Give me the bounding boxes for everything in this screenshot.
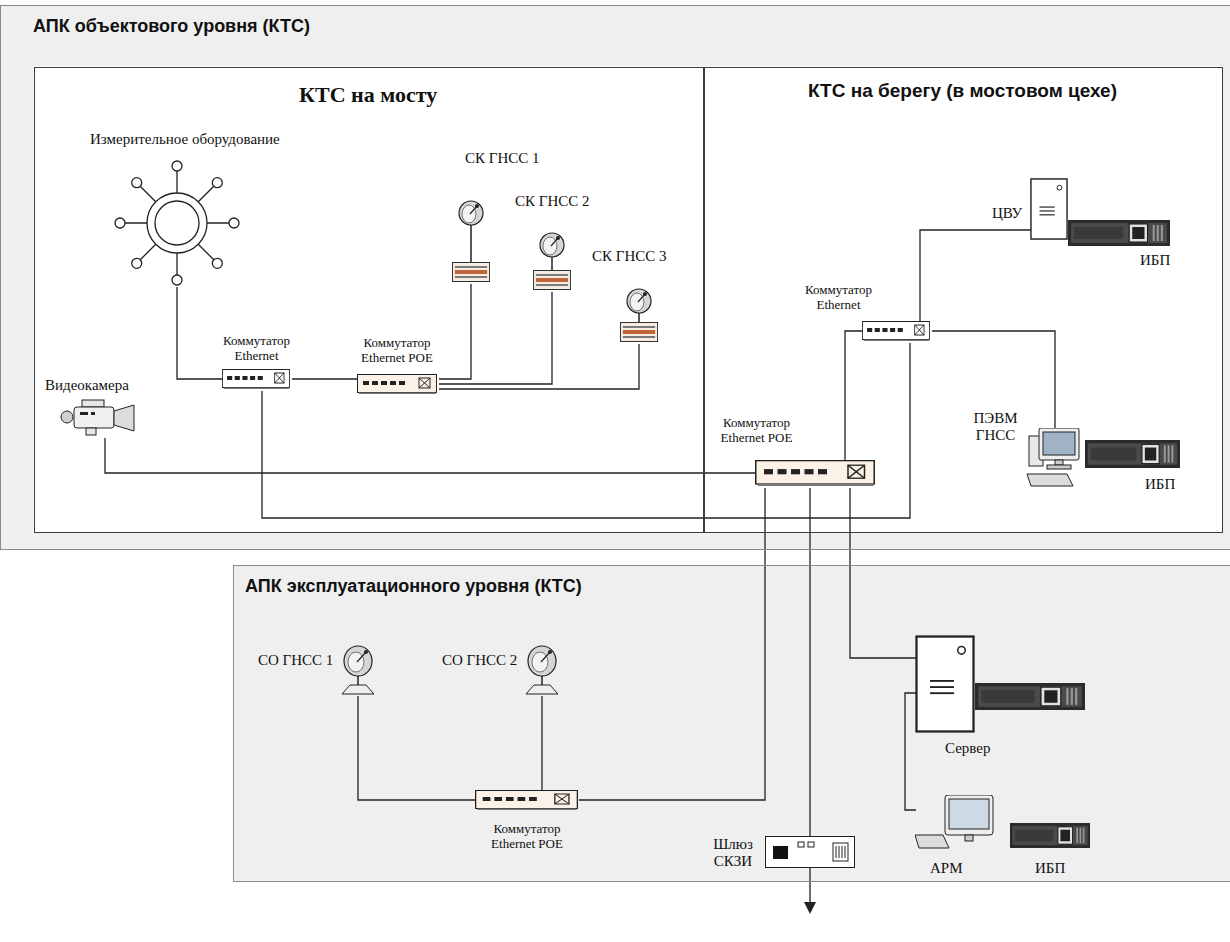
ups-icon: [1068, 220, 1170, 246]
gnss-receiver-icon: [620, 323, 657, 342]
computing-unit: ЦВУ: [1032, 180, 1070, 242]
network-cable: [439, 344, 639, 389]
site-zone: КТС на берегу (в мостовом цехе) ЦВУ Коммут…: [704, 67, 1223, 533]
ups-icon: [975, 683, 1085, 710]
external-link-arrowhead: [804, 902, 816, 914]
network-cable: [292, 378, 359, 379]
node-label: СК ГНСС 3: [592, 248, 667, 265]
network-cable: [358, 696, 476, 800]
node-label: Коммутатор Ethernet: [214, 334, 299, 364]
poe-switch-icon: [756, 461, 875, 486]
band-ground: [0, 5, 1230, 550]
workstation-icon: [915, 795, 993, 848]
level-band: АПК объектового уровня (КТС) КТС на мосту…: [0, 5, 1230, 550]
switch-icon: [862, 322, 929, 342]
poe-switch-icon: [358, 375, 437, 395]
gnss-receiver: СК ГНСС 1: [454, 202, 492, 284]
device-label: ИБП: [1140, 252, 1170, 269]
antenna-mast: [551, 260, 553, 270]
node-label: Сервер: [945, 740, 991, 757]
switch-icon: [222, 370, 289, 390]
ethernet-switch: Коммутатор Ethernet: [864, 323, 932, 343]
gnss-antenna-icon: [627, 289, 651, 316]
network-cable: [262, 343, 910, 518]
node-label: Коммутатор Ethernet POE: [482, 822, 572, 852]
node-label: КТС на берегу (в мостовом цехе): [808, 80, 1117, 102]
gnss-computer: ПЭВМ ГНСС: [1027, 430, 1087, 490]
poe-switch-icon: [476, 791, 578, 811]
server-icon: [917, 637, 974, 732]
node-label: СО ГНСС 2: [442, 652, 517, 669]
gnss-station: СО ГНСС 1: [339, 646, 379, 696]
device-label: ИБП: [1035, 860, 1065, 877]
antenna-mast: [638, 316, 640, 322]
gnss-receiver-icon: [533, 271, 570, 290]
node-label: ПЭВМ ГНСС: [968, 410, 1023, 445]
network-cable: [905, 693, 916, 810]
gnss-antenna-icon: [540, 233, 564, 260]
node-label: Видеокамера: [45, 377, 129, 394]
node-label: Измерительное оборудование: [90, 131, 280, 148]
external-link-line: [809, 868, 810, 904]
node-label: АПК объектового уровня (КТС): [33, 16, 310, 37]
gnss-receiver: СК ГНСС 2: [535, 234, 573, 292]
ethernet-switch: Коммутатор Ethernet: [224, 371, 292, 391]
video-camera-icon: [61, 400, 134, 435]
video-camera: Видеокамера: [62, 400, 142, 438]
server: Сервер: [916, 636, 976, 734]
node-label: КТС на мосту: [299, 82, 437, 107]
computer-icon: [1027, 428, 1079, 486]
zone-ground: [703, 66, 1222, 532]
ups-icon: [1085, 440, 1180, 468]
node-label: АПК эксплуатационного уровня (КТС): [245, 576, 582, 597]
workstation: АРМ: [916, 796, 996, 851]
gnss-station-icon: [526, 646, 558, 694]
node-label: СК ГНСС 2: [515, 193, 590, 210]
gnss-station-icon: [342, 646, 374, 694]
network-cable: [105, 438, 757, 473]
gnss-receiver-icon: [452, 263, 489, 282]
network-cable: [177, 287, 224, 379]
network-cable: [845, 331, 864, 462]
antenna-mast: [470, 228, 472, 262]
node-label: СО ГНСС 1: [258, 652, 333, 669]
poe-switch: Коммутатор Ethernet POE: [359, 376, 439, 396]
node-label: АРМ: [930, 860, 963, 877]
zone-ground: [33, 66, 703, 532]
measuring-equipment: Измерительное оборудование: [114, 160, 244, 287]
node-label: Коммутатор Ethernet POE: [352, 336, 442, 366]
poe-switch: Коммутатор Ethernet POE: [757, 462, 877, 488]
crypto-gateway: Шлюз СКЗИ: [766, 837, 856, 869]
gnss-antenna-icon: [459, 201, 483, 228]
device-label: ИБП: [1145, 476, 1175, 493]
network-cable: [850, 488, 916, 658]
network-cable: [439, 284, 471, 379]
poe-switch: Коммутатор Ethernet POE: [476, 791, 579, 811]
band-ground: [233, 565, 1230, 882]
site-zone: КТС на мостуИзмерительное оборудованиеСК…: [34, 67, 704, 533]
level-band: АПК эксплуатационного уровня (КТС) СО ГНС…: [233, 565, 1230, 882]
crypto-gateway-icon: [766, 837, 855, 868]
node-label: Коммутатор Ethernet: [796, 283, 881, 313]
network-cable: [920, 230, 1032, 323]
node-label: СК ГНСС 1: [465, 150, 540, 167]
measuring-equipment-icon: [115, 161, 239, 285]
ups-icon: [1010, 823, 1090, 848]
network-cable: [439, 292, 552, 384]
node-label: Коммутатор Ethernet POE: [709, 416, 804, 446]
node-label: Шлюз СКЗИ: [708, 836, 758, 871]
gnss-station: СО ГНСС 2: [523, 646, 563, 696]
network-cable: [579, 488, 765, 800]
gnss-receiver: СК ГНСС 3: [622, 290, 660, 344]
network-cable: [809, 488, 810, 837]
node-label: ЦВУ: [992, 205, 1022, 222]
server-icon: [1031, 179, 1067, 239]
network-cable: [541, 696, 542, 791]
